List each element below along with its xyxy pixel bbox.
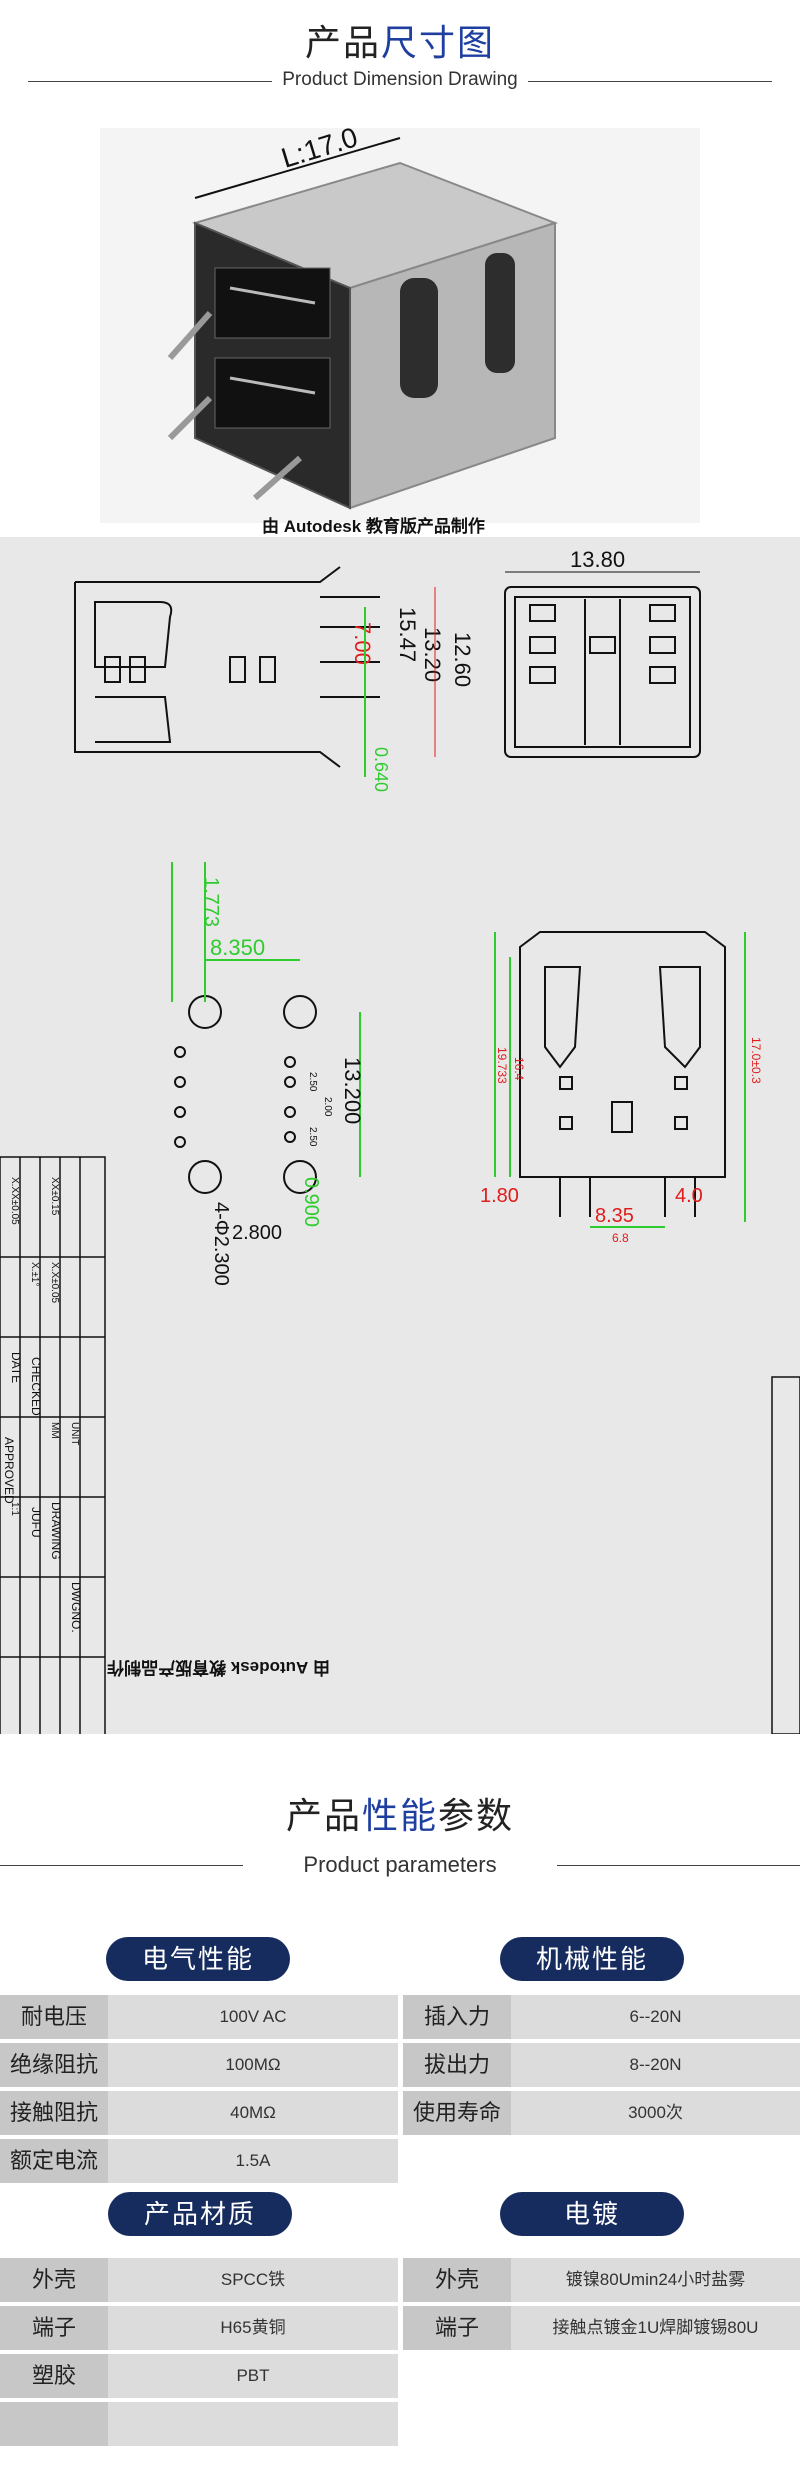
side-dim-13: 13.20: [420, 627, 445, 682]
plating-row: 外壳镀镍80Umin24小时盐雾: [403, 2258, 800, 2302]
front-dim-height: 12.60: [450, 632, 475, 687]
fp-dim-13200: 13.200: [340, 1057, 365, 1124]
rear-dim-19733: 19.733: [495, 1047, 509, 1084]
tb-mm: MM: [49, 1422, 60, 1439]
tb-jufu: JUFU: [29, 1507, 43, 1538]
fp-dim-250b: 2.50: [307, 1127, 318, 1147]
tb-approved: APPROVED: [2, 1437, 16, 1504]
fp-dim-hole: 4-Φ2.300: [210, 1202, 232, 1286]
tb-tol3: X.±1°: [29, 1262, 40, 1287]
rear-dim-835: 8.35: [595, 1205, 634, 1227]
tb-tol1: XX±0.15: [49, 1177, 60, 1216]
electrical-title: 电气性能: [106, 1937, 290, 1981]
plating-row: 端子接触点镀金1U焊脚镀锡80U: [403, 2304, 800, 2350]
rear-dim-68: 6.8: [612, 1231, 629, 1245]
side-dim-7: 7.00: [350, 622, 375, 665]
fp-dim-8350: 8.350: [210, 935, 265, 960]
rear-view: [519, 931, 726, 1217]
rear-dim-40: 4.0: [675, 1185, 703, 1207]
tb-scale: 1:1: [9, 1502, 20, 1516]
fp-dim-250a: 2.50: [307, 1072, 318, 1092]
tb-tol2: X.XX±0.05: [9, 1177, 20, 1225]
photo-length-label: L:17.0: [278, 128, 362, 174]
side-dim-15: 15.47: [395, 607, 420, 662]
autodesk-watermark-bottom: 由 Autodesk 教育版产品制作: [107, 1658, 330, 1678]
material-row: [0, 2400, 398, 2446]
fp-dim-2800: 2.800: [232, 1222, 282, 1244]
tb-drawing: DRAWING: [49, 1502, 63, 1560]
rear-dim-164: 16.4: [512, 1057, 526, 1081]
tb-tol4: X.X±0.05: [49, 1262, 60, 1304]
fp-dim-1773: 1.773: [200, 877, 222, 927]
tb-unit: UNIT: [69, 1422, 80, 1445]
rear-dim-180: 1.80: [480, 1185, 519, 1207]
front-view: [504, 586, 701, 758]
footprint-view: [174, 995, 317, 1194]
tb-dwgno: DWGNO.: [69, 1582, 83, 1633]
dimension-section-title: 产品尺寸图: [304, 22, 496, 63]
params-section-subtitle: Product parameters: [0, 1852, 800, 1878]
plating-title: 电镀: [500, 2192, 684, 2236]
dimension-section-subtitle: Product Dimension Drawing: [0, 69, 800, 91]
mechanical-title: 机械性能: [500, 1937, 684, 1981]
product-photo: L:17.0: [100, 121, 700, 523]
tb-date: DATE: [9, 1352, 23, 1383]
params-section-title: 产品性能参数: [285, 1795, 515, 1836]
side-dim-0640: 0.640: [371, 747, 391, 792]
front-dim-width: 13.80: [570, 547, 625, 572]
divider-right: [557, 1865, 800, 1866]
divider-left: [0, 1865, 243, 1866]
title-block: [0, 1156, 800, 1738]
side-view: [74, 566, 380, 768]
fp-dim-0900: 0.900: [300, 1177, 322, 1227]
technical-drawing: 15.47 13.20 7.00 0.640 13.80 12.60: [0, 537, 800, 1738]
autodesk-watermark-top: 由 Autodesk 教育版产品制作: [262, 517, 485, 536]
rear-dim-17: 17.0±0.3: [749, 1037, 763, 1084]
material-title: 产品材质: [108, 2192, 292, 2236]
tb-checked: CHECKED: [29, 1357, 43, 1416]
fp-dim-200: 2.00: [322, 1097, 333, 1117]
